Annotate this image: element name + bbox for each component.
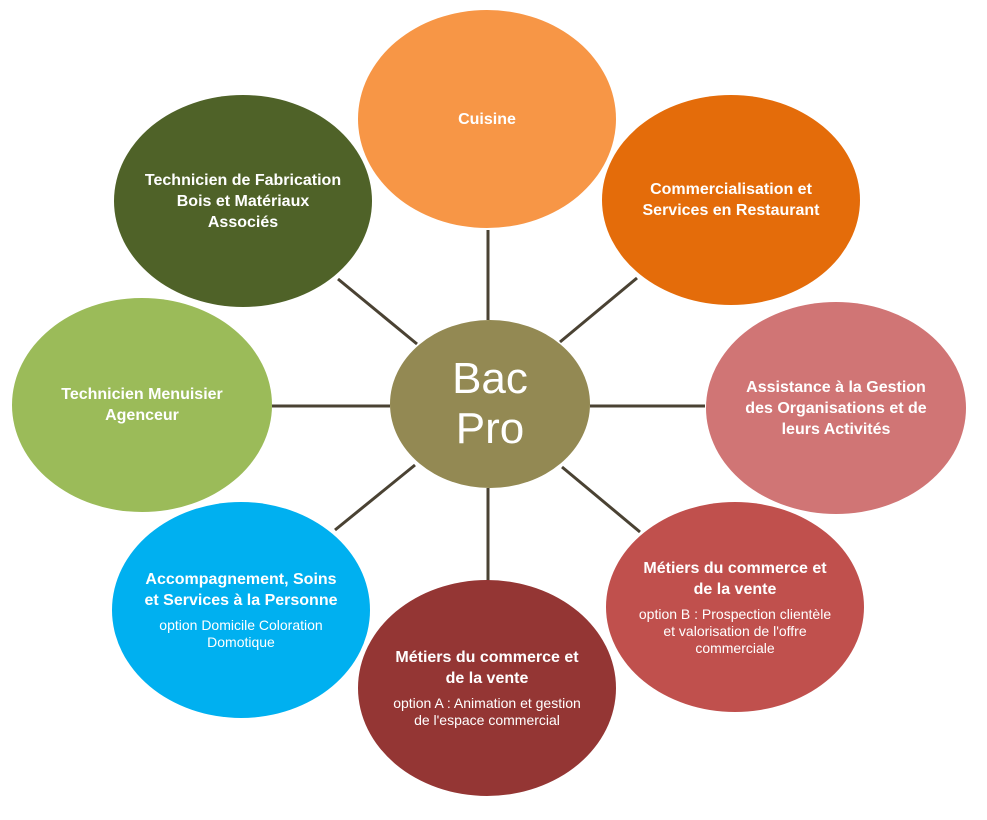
node-title: Cuisine — [458, 110, 516, 128]
connector-fabrication-bois — [337, 277, 418, 346]
node-title: Commercialisation et Services en Restaur… — [642, 181, 820, 219]
node-title: Métiers du commerce et de la vente — [395, 649, 579, 687]
node-title: Assistance à la Gestion des Organisation… — [745, 378, 927, 438]
node-commercialisation-services-restaurant: Commercialisation et Services en Restaur… — [602, 95, 860, 305]
node-title: Métiers du commerce et de la vente — [643, 559, 827, 598]
node-metiers-commerce-option-b: Métiers du commerce et de la vente optio… — [606, 502, 864, 712]
center-node-bac-pro: Bac Pro — [390, 320, 590, 488]
center-label-line1: Bac — [452, 354, 528, 403]
node-assistance-gestion-organisations: Assistance à la Gestion des Organisation… — [706, 302, 966, 514]
connector-metiers-option-b — [561, 465, 641, 534]
node-technicien-fabrication-bois: Technicien de Fabrication Bois et Matéri… — [114, 95, 372, 307]
node-cuisine: Cuisine — [358, 10, 616, 228]
node-subtitle: option Domicile Coloration Domotique — [159, 617, 323, 650]
node-metiers-commerce-option-a: Métiers du commerce et de la vente optio… — [358, 580, 616, 796]
node-accompagnement-soins-services: Accompagnement, Soins et Services à la P… — [112, 502, 370, 718]
connector-accompagnement — [334, 463, 416, 532]
connector-commercialisation — [559, 276, 638, 344]
center-label-line2: Pro — [455, 404, 525, 453]
node-technicien-menuisier-agenceur: Technicien Menuisier Agenceur — [12, 298, 272, 512]
node-title: Accompagnement, Soins et Services à la P… — [144, 571, 338, 609]
node-subtitle: option B : Prospection clientèle et valo… — [638, 605, 832, 656]
node-title: Technicien de Fabrication Bois et Matéri… — [144, 171, 342, 231]
node-title: Technicien Menuisier Agenceur — [61, 386, 223, 424]
node-subtitle: option A : Animation et gestion de l'esp… — [393, 695, 581, 728]
